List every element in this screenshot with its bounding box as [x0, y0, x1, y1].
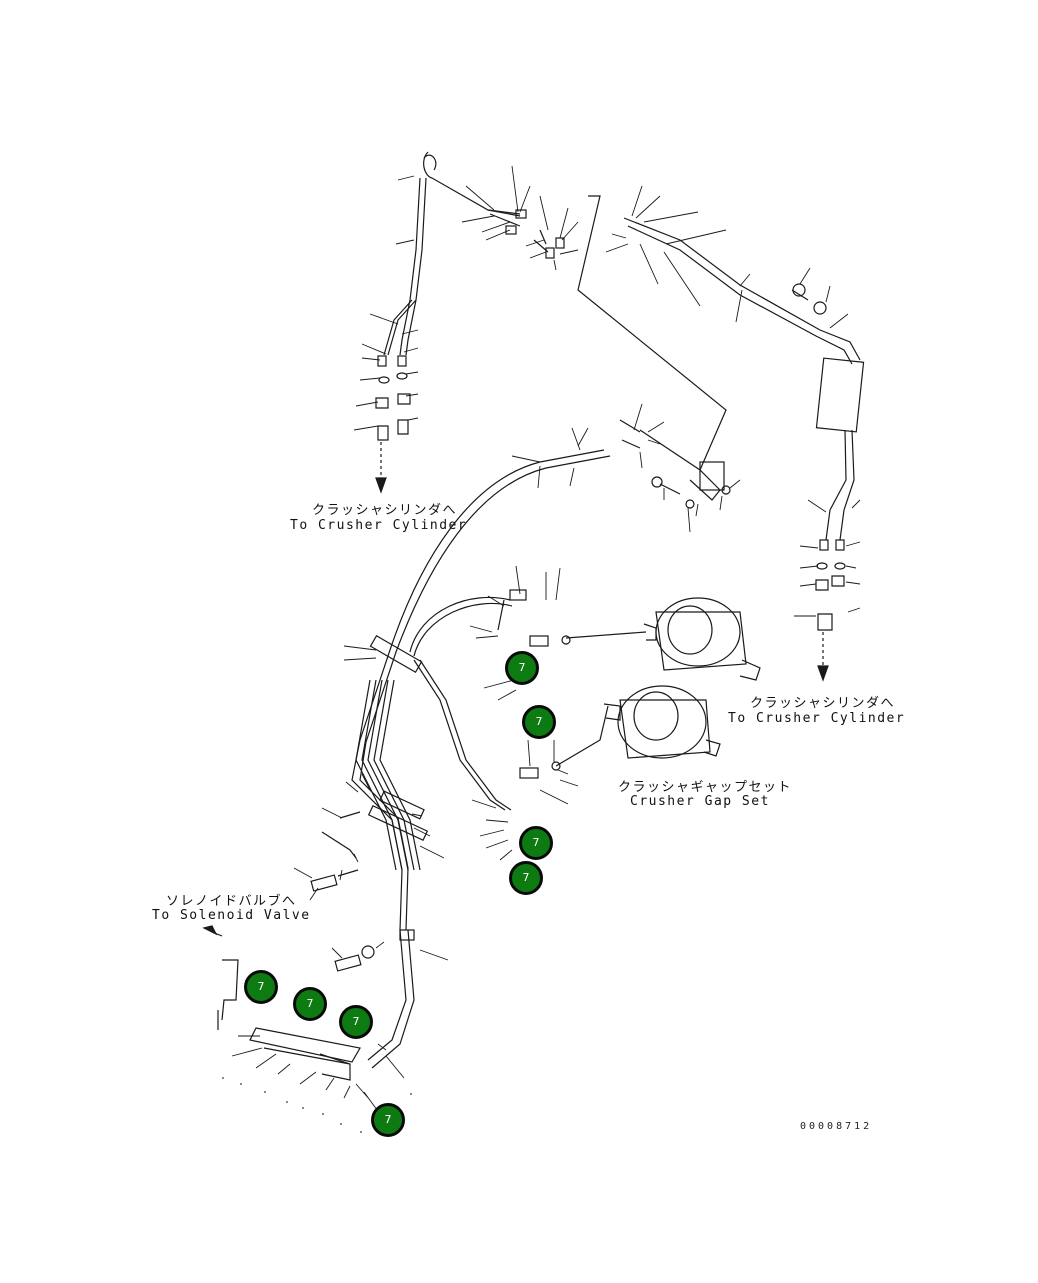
solenoid-valve-en: To Solenoid Valve [152, 908, 311, 923]
drawing-number: 00008712 [800, 1121, 873, 1132]
crusher-cylinder-right-en: To Crusher Cylinder [728, 711, 906, 726]
part-callout-marker[interactable]: 7 [509, 861, 543, 895]
crusher-gap-set-units [603, 597, 761, 759]
solenoid-valve-jp: ソレノイドバルブへ [166, 894, 297, 909]
gap-set-hoses [409, 589, 647, 811]
part-callout-marker[interactable]: 7 [244, 970, 278, 1004]
part-callout-marker[interactable]: 7 [505, 651, 539, 685]
part-callout-marker[interactable]: 7 [522, 705, 556, 739]
part-callout-marker[interactable]: 7 [519, 826, 553, 860]
solenoid-block [202, 925, 361, 1081]
crusher-gap-set-jp: クラッシャギャップセット [618, 780, 793, 795]
leader-lines [222, 165, 861, 1133]
crusher-cylinder-left-en: To Crusher Cylinder [290, 518, 468, 533]
part-callout-marker[interactable]: 7 [339, 1005, 373, 1039]
left-cylinder-hose [375, 151, 527, 494]
crusher-cylinder-left-jp: クラッシャシリンダへ [312, 503, 458, 518]
right-cylinder-hose [623, 217, 865, 682]
part-callout-marker[interactable]: 7 [371, 1103, 405, 1137]
part-callout-marker[interactable]: 7 [293, 987, 327, 1021]
main-hose-bundle [351, 419, 731, 931]
crusher-gap-set-en: Crusher Gap Set [630, 794, 770, 809]
crusher-cylinder-right-jp: クラッシャシリンダへ [750, 696, 896, 711]
